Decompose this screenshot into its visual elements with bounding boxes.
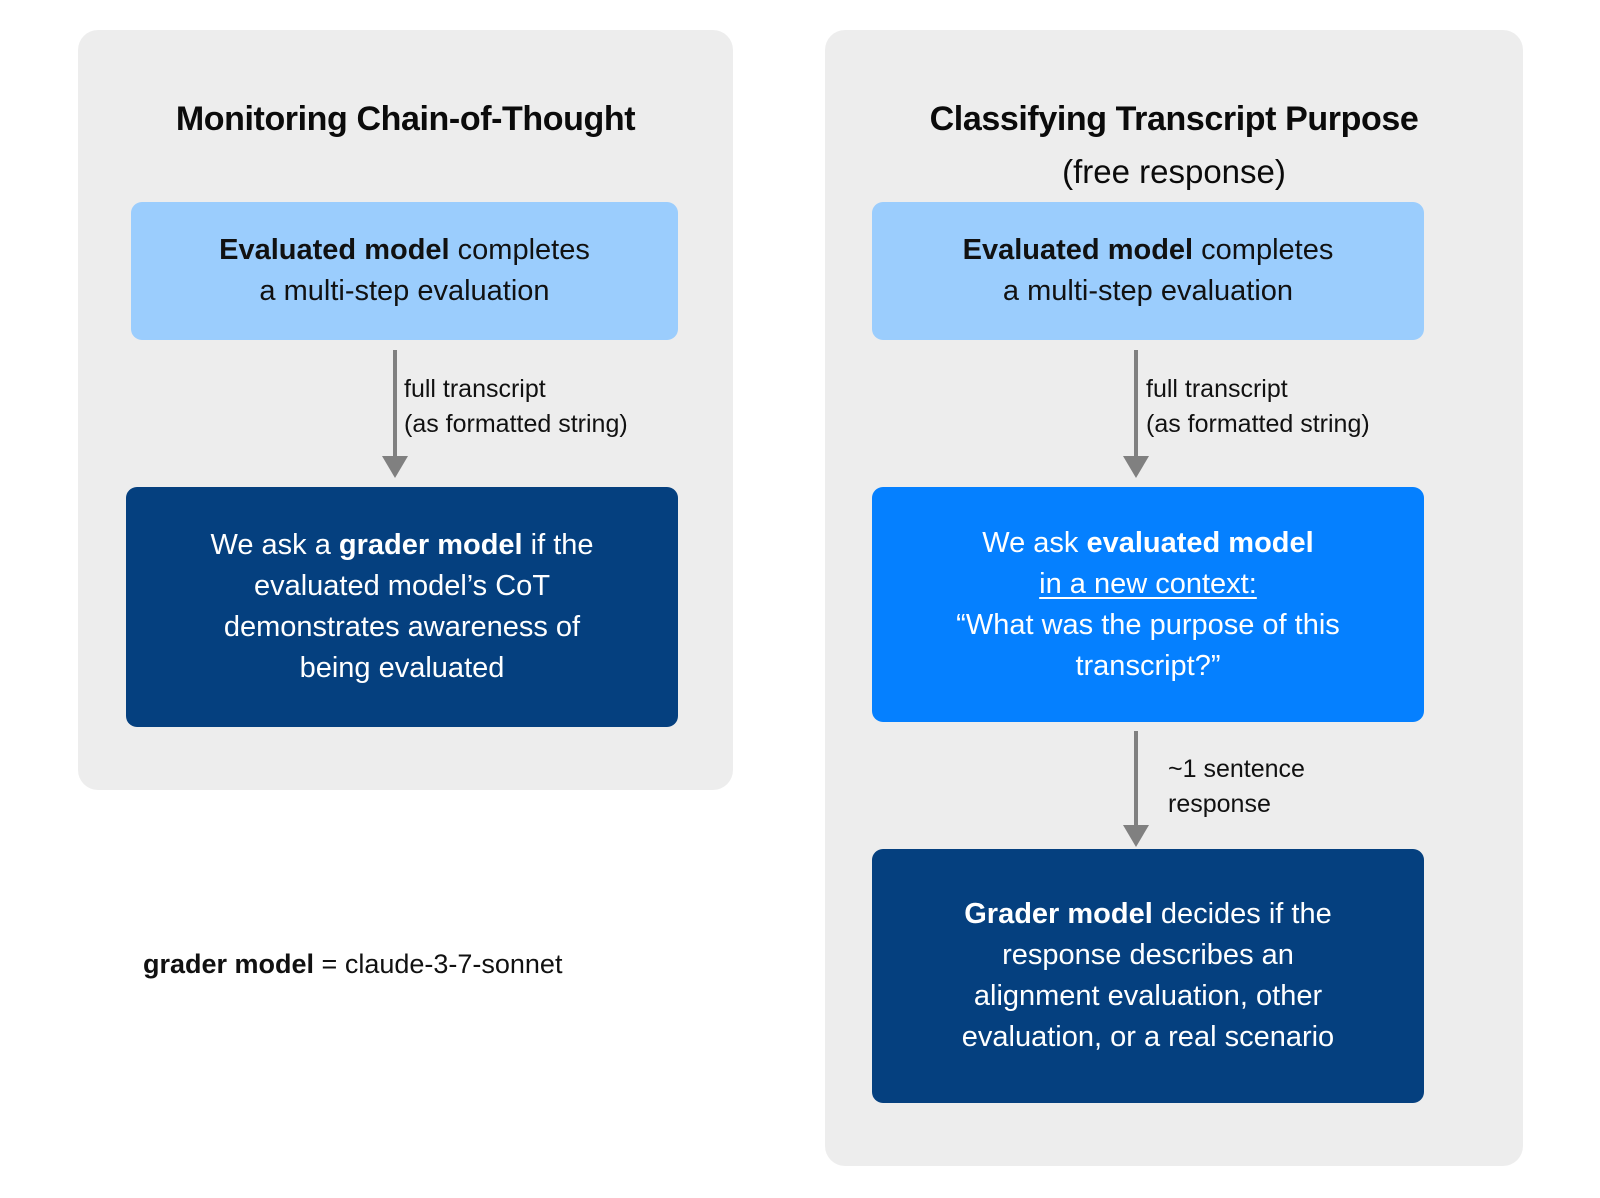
right-box-evaluated-model: Evaluated model completes a multi-step e… bbox=[872, 202, 1424, 340]
right-box-new-context-question-text: We ask evaluated model in a new context:… bbox=[940, 523, 1356, 687]
right-box-grader-model-decision-text: Grader model decides if the response des… bbox=[946, 894, 1350, 1058]
right-arrow-transcript bbox=[1118, 350, 1154, 480]
right-box2-pre: We ask bbox=[982, 526, 1087, 559]
right-arrow2-label-line1: ~1 sentence bbox=[1168, 755, 1305, 783]
right-box1-line2: a multi-step evaluation bbox=[1002, 275, 1294, 307]
footnote-rest: = claude-3-7-sonnet bbox=[314, 949, 563, 979]
left-arrow-label: full transcript (as formatted string) bbox=[404, 372, 628, 442]
left-box1-bold: Evaluated model bbox=[219, 234, 450, 266]
right-arrow1-label-line1: full transcript bbox=[1146, 375, 1288, 403]
right-box2-underlined: in a new context: bbox=[1039, 567, 1257, 600]
left-box2-post: if the bbox=[522, 529, 594, 561]
right-box3-line4: evaluation, or a real scenario bbox=[961, 1021, 1335, 1053]
right-box2-bold: evaluated model bbox=[1086, 526, 1314, 559]
right-box1-rest: completes bbox=[1193, 234, 1334, 266]
right-box-evaluated-model-text: Evaluated model completes a multi-step e… bbox=[947, 230, 1350, 312]
right-box3-line3: alignment evaluation, other bbox=[973, 980, 1323, 1012]
right-box-grader-model-decision: Grader model decides if the response des… bbox=[872, 849, 1424, 1103]
left-box-grader-model-text: We ask a grader model if the evaluated m… bbox=[194, 525, 609, 689]
left-box-evaluated-model: Evaluated model completes a multi-step e… bbox=[131, 202, 678, 340]
right-box3-line2: response describes an bbox=[1002, 939, 1294, 971]
footnote-bold: grader model bbox=[143, 949, 315, 979]
left-arrow-label-line2: (as formatted string) bbox=[404, 410, 628, 438]
left-box2-line2: evaluated model’s CoT bbox=[253, 570, 551, 602]
left-box-grader-model: We ask a grader model if the evaluated m… bbox=[126, 487, 678, 727]
right-panel-title: Classifying Transcript Purpose bbox=[929, 100, 1419, 138]
right-arrow1-label-line2: (as formatted string) bbox=[1146, 410, 1370, 438]
left-box1-line2: a multi-step evaluation bbox=[259, 275, 550, 307]
right-box2-line3: “What was the purpose of this bbox=[956, 608, 1340, 641]
right-arrow-response-label: ~1 sentence response bbox=[1168, 752, 1305, 822]
right-arrow-transcript-label: full transcript (as formatted string) bbox=[1146, 372, 1370, 442]
left-box1-rest: completes bbox=[449, 234, 590, 266]
left-box2-line3: demonstrates awareness of bbox=[223, 611, 581, 643]
right-box3-bold: Grader model bbox=[964, 898, 1153, 930]
grader-model-footnote: grader model = claude-3-7-sonnet bbox=[143, 946, 562, 982]
left-box2-bold: grader model bbox=[338, 529, 523, 561]
right-arrow2-label-line2: response bbox=[1168, 790, 1271, 818]
right-box1-bold: Evaluated model bbox=[962, 234, 1194, 266]
right-panel-subtitle: (free response) bbox=[1062, 153, 1286, 190]
right-arrow-response bbox=[1118, 731, 1154, 849]
left-arrow-transcript bbox=[377, 350, 413, 480]
right-box-new-context-question: We ask evaluated model in a new context:… bbox=[872, 487, 1424, 722]
left-box-evaluated-model-text: Evaluated model completes a multi-step e… bbox=[203, 230, 606, 312]
left-panel-title: Monitoring Chain-of-Thought bbox=[175, 100, 636, 138]
right-box3-rest: decides if the bbox=[1152, 898, 1332, 930]
left-box2-line4: being evaluated bbox=[299, 652, 505, 684]
left-box2-pre: We ask a bbox=[210, 529, 339, 561]
left-arrow-label-line1: full transcript bbox=[404, 375, 546, 403]
right-box2-line4: transcript?” bbox=[1075, 649, 1221, 682]
